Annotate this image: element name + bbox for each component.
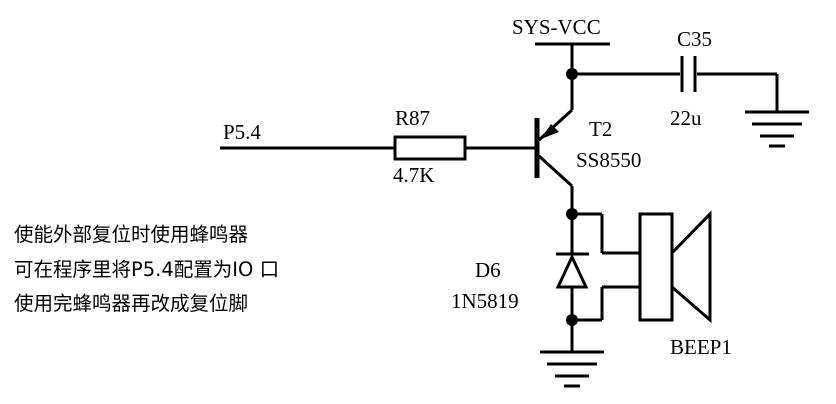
pnp-transistor-t2 [534,108,574,214]
buzzer-beep1 [638,210,712,324]
capacitor-ref: C35 [677,27,712,51]
junction-dot [566,208,578,220]
resistor-value: 4.7K [393,163,434,187]
ground-symbol-bottom [540,350,604,388]
note-line: 可在程序里将P5.4配置为IO 口 [14,258,280,281]
junction-dot [566,68,578,80]
resistor-r87 [220,135,536,161]
net-label: P5.4 [223,120,261,144]
resistor-ref: R87 [395,106,430,130]
capacitor-c35 [572,56,779,112]
diode-value: 1N5819 [451,289,519,313]
diode-d6 [555,214,589,352]
note-line: 使能外部复位时使用蜂鸣器 [14,223,249,246]
buzzer-wiring [572,212,640,322]
capacitor-value: 22u [670,106,702,130]
note-line: 使用完蜂鸣器再改成复位脚 [14,292,249,315]
power-label: SYS-VCC [512,15,601,39]
buzzer-ref: BEEP1 [670,335,732,359]
transistor-value: SS8550 [576,148,641,172]
junction-dot [566,314,578,326]
diode-ref: D6 [475,258,501,282]
transistor-ref: T2 [589,117,612,141]
ground-symbol-capacitor [745,110,809,148]
